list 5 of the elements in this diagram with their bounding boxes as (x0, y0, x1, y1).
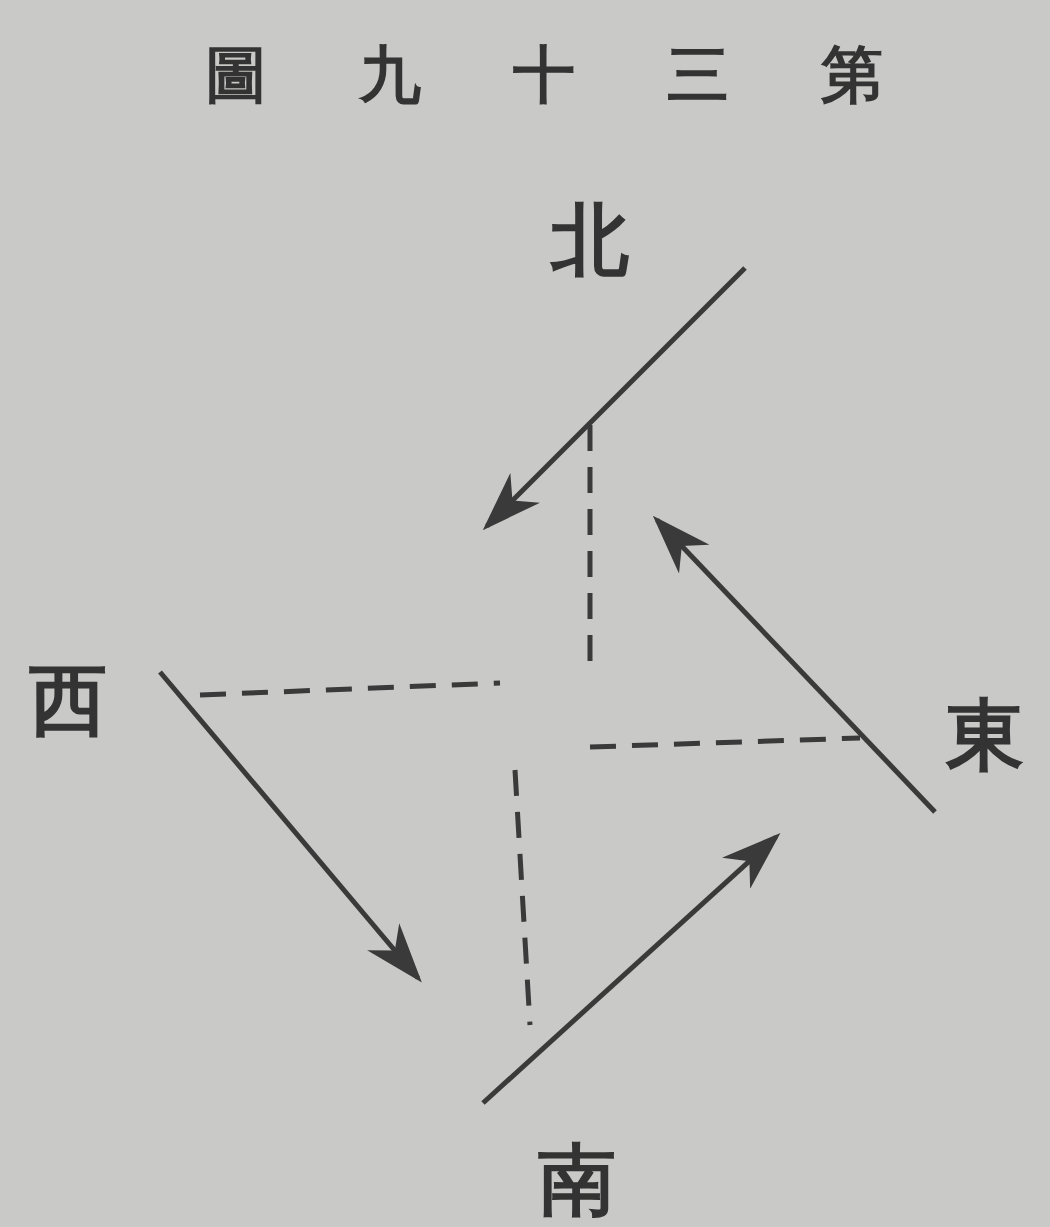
compass-label: 南 (538, 1141, 616, 1219)
figure-title: 圖九十三第 (205, 44, 975, 106)
compass-label: 西 (29, 661, 107, 739)
compass-label: 東 (946, 696, 1024, 774)
compass-label: 北 (551, 201, 629, 279)
